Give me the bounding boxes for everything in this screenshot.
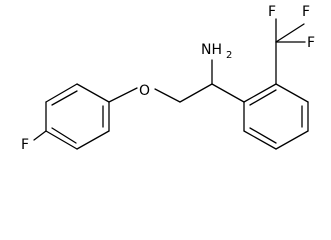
molecule-diagram: F O NH 2 F F F: [21, 4, 316, 153]
ring2-double-1: [249, 89, 277, 106]
oxygen-ch2-bond: [154, 88, 181, 103]
ring1-bond-5: [45, 83, 78, 103]
cf3-fluorine-top-left-label: F: [268, 4, 276, 20]
fluorine-para-label: F: [21, 137, 29, 153]
ch-aryl-bond: [211, 83, 245, 103]
structure-svg: F O NH 2 F F F: [21, 4, 315, 153]
ring2-bond-2: [275, 83, 309, 103]
oxygen-label: O: [139, 83, 150, 99]
cf3-fluorine-top-right-label: F: [302, 4, 310, 20]
fluorophenyl-ring: [45, 83, 110, 150]
amine-prefix: NH: [201, 42, 222, 58]
ring2-bond-4: [275, 130, 309, 150]
ch2-ch-bond: [179, 83, 213, 103]
aryl-oxygen-bond: [108, 87, 138, 103]
ring2-bond-1: [243, 83, 277, 103]
ring1-bond-6: [76, 83, 110, 103]
amine-label: NH 2: [201, 41, 232, 61]
ring1-bond-2: [76, 130, 110, 150]
trifluoromethylphenyl-ring: [243, 83, 309, 150]
cf3-bond-top-right: [275, 23, 305, 43]
ring1-double-2: [51, 127, 77, 144]
cf3-fluorine-right-label: F: [307, 35, 315, 51]
ring1-bond-3: [45, 130, 78, 150]
ring2-bond-5: [243, 130, 277, 150]
c-f-bond: [33, 130, 47, 141]
amine-subscript: 2: [226, 50, 232, 61]
ring1-double-3: [51, 90, 78, 106]
ring2-double-3: [249, 127, 277, 144]
